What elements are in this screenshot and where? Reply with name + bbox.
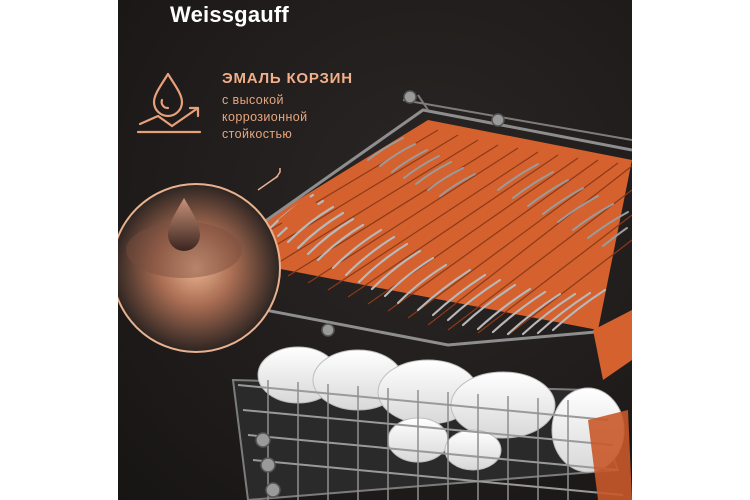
- feature-subtitle: с высокой коррозионной стойкостью: [222, 92, 307, 143]
- feature-title: ЭМАЛЬ КОРЗИН: [222, 70, 353, 87]
- product-banner: Weissgauff ЭМАЛЬ КОРЗИН с высокой корроз…: [118, 0, 632, 500]
- feature-subtitle-line: коррозионной: [222, 110, 308, 124]
- feature-subtitle-line: стойкостью: [222, 127, 293, 141]
- feature-subtitle-line: с высокой: [222, 93, 284, 107]
- dishwasher-basket-image: [118, 90, 632, 500]
- water-drop-resistance-icon: [136, 72, 202, 134]
- brand-logo: Weissgauff: [170, 2, 289, 27]
